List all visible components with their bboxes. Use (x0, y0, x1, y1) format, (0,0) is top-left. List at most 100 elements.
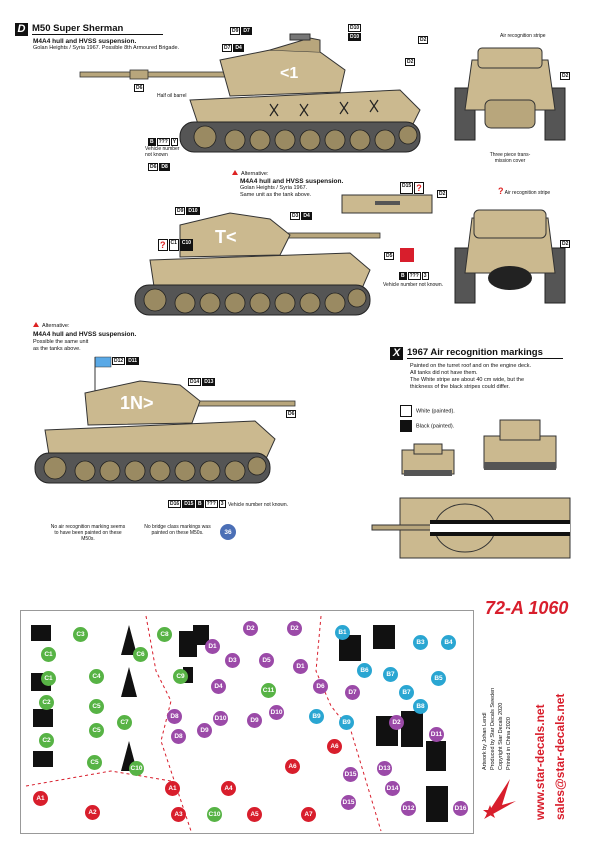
decal-badge-b: B5 (431, 671, 446, 686)
tank-2-side-view: T< (134, 212, 381, 316)
svg-text:<1: <1 (280, 65, 298, 82)
decal-badge-d: D14 (385, 781, 400, 796)
d-subtitle: M4A4 hull and HVSS suspension. (33, 38, 137, 45)
decal-badge-a: A7 (301, 807, 316, 822)
page-badge: 36 (220, 524, 236, 540)
decal-glyph (426, 786, 448, 822)
code-vehicle-number-2: B???3 (399, 272, 429, 280)
decal-badge-d: D15 (343, 767, 358, 782)
x-p1: Painted on the turret roof and on the en… (410, 363, 532, 369)
decal-badge-d: D2 (287, 621, 302, 636)
decal-badge-b: B7 (399, 685, 414, 700)
alt2-desc1: Possible the same unit (33, 339, 89, 345)
decal-glyph (193, 625, 209, 645)
decal-badge-c: C7 (117, 715, 132, 730)
red-marker-icon (400, 248, 414, 262)
tank-1-side-view: <1 (79, 33, 421, 153)
sales-email[interactable]: sales@star-decals.net (553, 693, 567, 820)
code-d6-alt2: D6 (286, 410, 297, 418)
x-p3: The White stripe are about 40 cm wide, b… (410, 377, 525, 383)
tank-2-top-view (341, 194, 433, 214)
star-decals-logo (483, 779, 516, 819)
decal-badge-d: D8 (167, 709, 182, 724)
decal-glyph (179, 631, 197, 657)
section-x-header: X 1967 Air recognition markings (390, 346, 563, 360)
decal-glyph (401, 711, 423, 747)
air-mark-top-view (371, 497, 571, 559)
svg-text:T<: T< (215, 227, 237, 247)
three-piece-label: Three piece trans- mission cover (489, 152, 531, 164)
code-d2-front-2: D2 (560, 240, 571, 248)
decal-badge-a: A4 (221, 781, 236, 796)
decal-glyph (33, 751, 53, 767)
alt2-label: Alternative: (33, 322, 70, 330)
decal-badge-c: C10 (207, 807, 222, 822)
decal-cut-lines (25, 615, 382, 832)
note-bridge-class: No bridge class markings was painted on … (144, 524, 211, 536)
code-d2-front: D2 (560, 72, 571, 80)
decal-badge-d: D8 (171, 729, 186, 744)
alt1-desc1: Golan Heights / Syria 1967. (240, 185, 308, 191)
decal-badge-c: C1 (41, 647, 56, 662)
decal-badge-a: A6 (327, 739, 342, 754)
vehicle-number-label-2: Vehicle number not known. (383, 282, 444, 288)
code-d2-top: D2 (437, 190, 448, 198)
decal-badge-a: A1 (33, 791, 48, 806)
code-d2-b: D2 (405, 58, 416, 66)
decal-badge-d: D10 (213, 711, 228, 726)
air-mark-rear-view (401, 443, 455, 476)
code-vehicle-number-3: B???3 (196, 500, 226, 508)
decal-badge-b: B3 (413, 635, 428, 650)
decal-badge-d: D2 (243, 621, 258, 636)
decal-badge-b: B8 (413, 699, 428, 714)
svg-text:1N>: 1N> (120, 393, 154, 413)
code-d5: D5 (384, 252, 395, 260)
decal-badge-b: B4 (441, 635, 456, 650)
decal-badge-c: C4 (89, 669, 104, 684)
tank-3-side-view: 1N> (34, 356, 296, 484)
decal-glyph (31, 625, 51, 641)
decal-badge-a: A6 (285, 759, 300, 774)
decal-glyph (183, 667, 193, 683)
decal-badge-c: C10 (129, 761, 144, 776)
air-mark-front-view (483, 419, 557, 470)
x-p2: All tanks did not have them. (410, 370, 478, 376)
legend-black: Black (painted). (400, 420, 454, 432)
code-vehicle-number: B???Y (148, 138, 179, 146)
product-code: 72-A 1060 (485, 598, 569, 618)
vehicle-number-label: Vehicle number not known (145, 146, 180, 158)
credits-2: Produced by Star Decals Sweden (490, 687, 496, 770)
decal-badge-a: A2 (85, 805, 100, 820)
code-d6: D6 (134, 84, 145, 92)
decal-badge-d: D4 (211, 679, 226, 694)
decal-badge-d: D15 (341, 795, 356, 810)
decal-badge-d: D5 (259, 653, 274, 668)
d-desc: Golan Heights / Syria 1967. Possible 8th… (33, 45, 180, 51)
decal-badge-b: B9 (309, 709, 324, 724)
decal-badge-d: D7 (345, 685, 360, 700)
decal-badge-d: D6 (313, 679, 328, 694)
section-letter: D (15, 22, 28, 36)
section-title: M50 Super Sherman (32, 23, 164, 35)
decal-badge-d: D13 (377, 761, 392, 776)
website-url[interactable]: www.star-decals.net (533, 704, 547, 820)
decal-badge-d: D3 (225, 653, 240, 668)
tank-2-front-view (454, 209, 566, 304)
air-stripe-label-2: ? Air recognition stripe (498, 186, 551, 196)
decal-badge-c: C3 (73, 627, 88, 642)
alt2-subtitle: M4A4 hull and HVSS suspension. (33, 331, 137, 338)
alt1-label: Alternative: (232, 170, 269, 178)
alt1-subtitle: M4A4 hull and HVSS suspension. (240, 178, 344, 185)
decal-glyph (33, 709, 53, 727)
decal-badge-a: A1 (165, 781, 180, 796)
legend-white: White (painted). (400, 405, 455, 417)
vehicle-number-label-3: Vehicle number not known. (228, 502, 289, 508)
credits-3: Copyright Star Decals 2020 (498, 702, 504, 770)
air-stripe-label: Air recognition stripe (500, 33, 546, 39)
decal-badge-c: C5 (89, 699, 104, 714)
